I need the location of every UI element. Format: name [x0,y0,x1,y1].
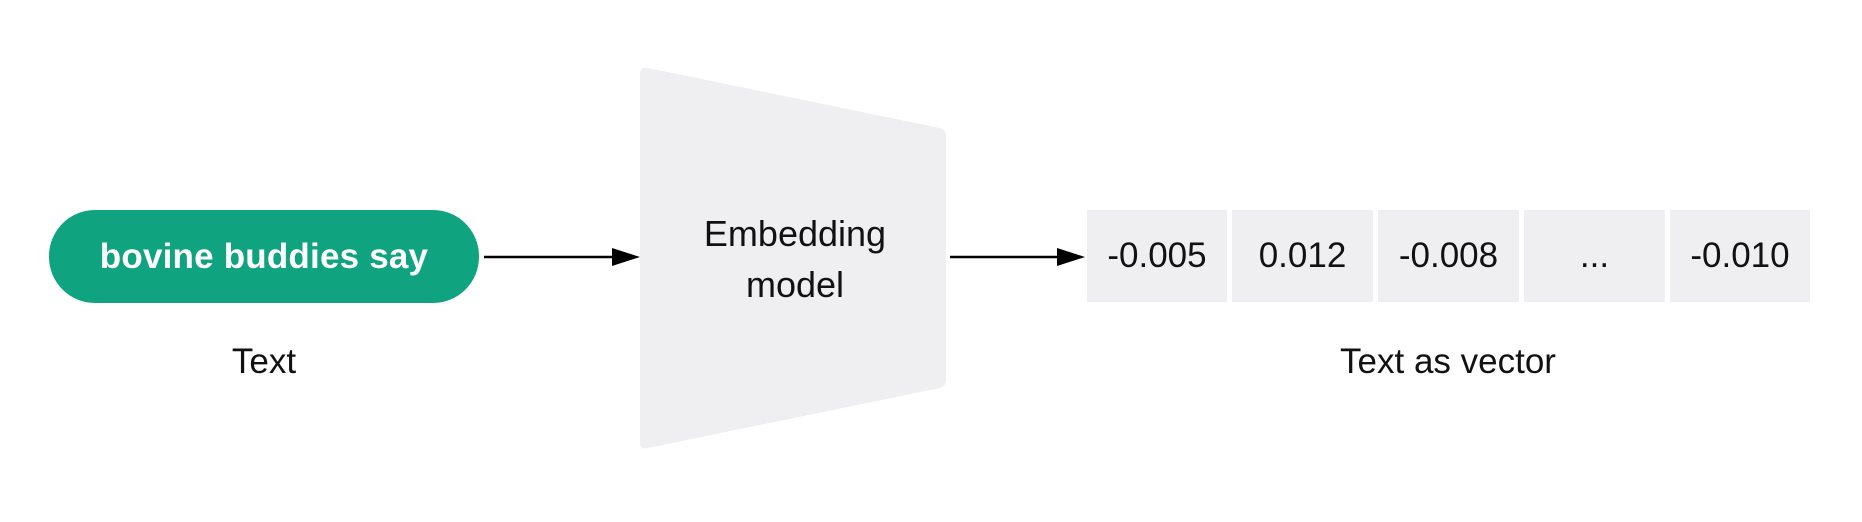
vector-cell-2: 0.012 [1232,210,1373,302]
embedding-model-label: Embedding model [640,208,950,310]
input-text: bovine buddies say [99,236,429,276]
input-caption: Text [231,342,297,381]
vector-cell-1: -0.005 [1087,210,1227,302]
input-text-pill: bovine buddies say [49,210,479,303]
vector-cell-5: -0.010 [1670,210,1810,302]
arrow-text-to-model [484,248,640,266]
embedding-model-shape [640,67,946,449]
arrow-model-to-vector [950,248,1085,266]
vector-caption: Text as vector [1340,342,1556,381]
vector-cell-ellipsis: ... [1524,210,1665,302]
vector-cell-3: -0.008 [1378,210,1519,302]
model-label-line1: Embedding [703,213,887,254]
model-label-line2: model [745,264,845,305]
